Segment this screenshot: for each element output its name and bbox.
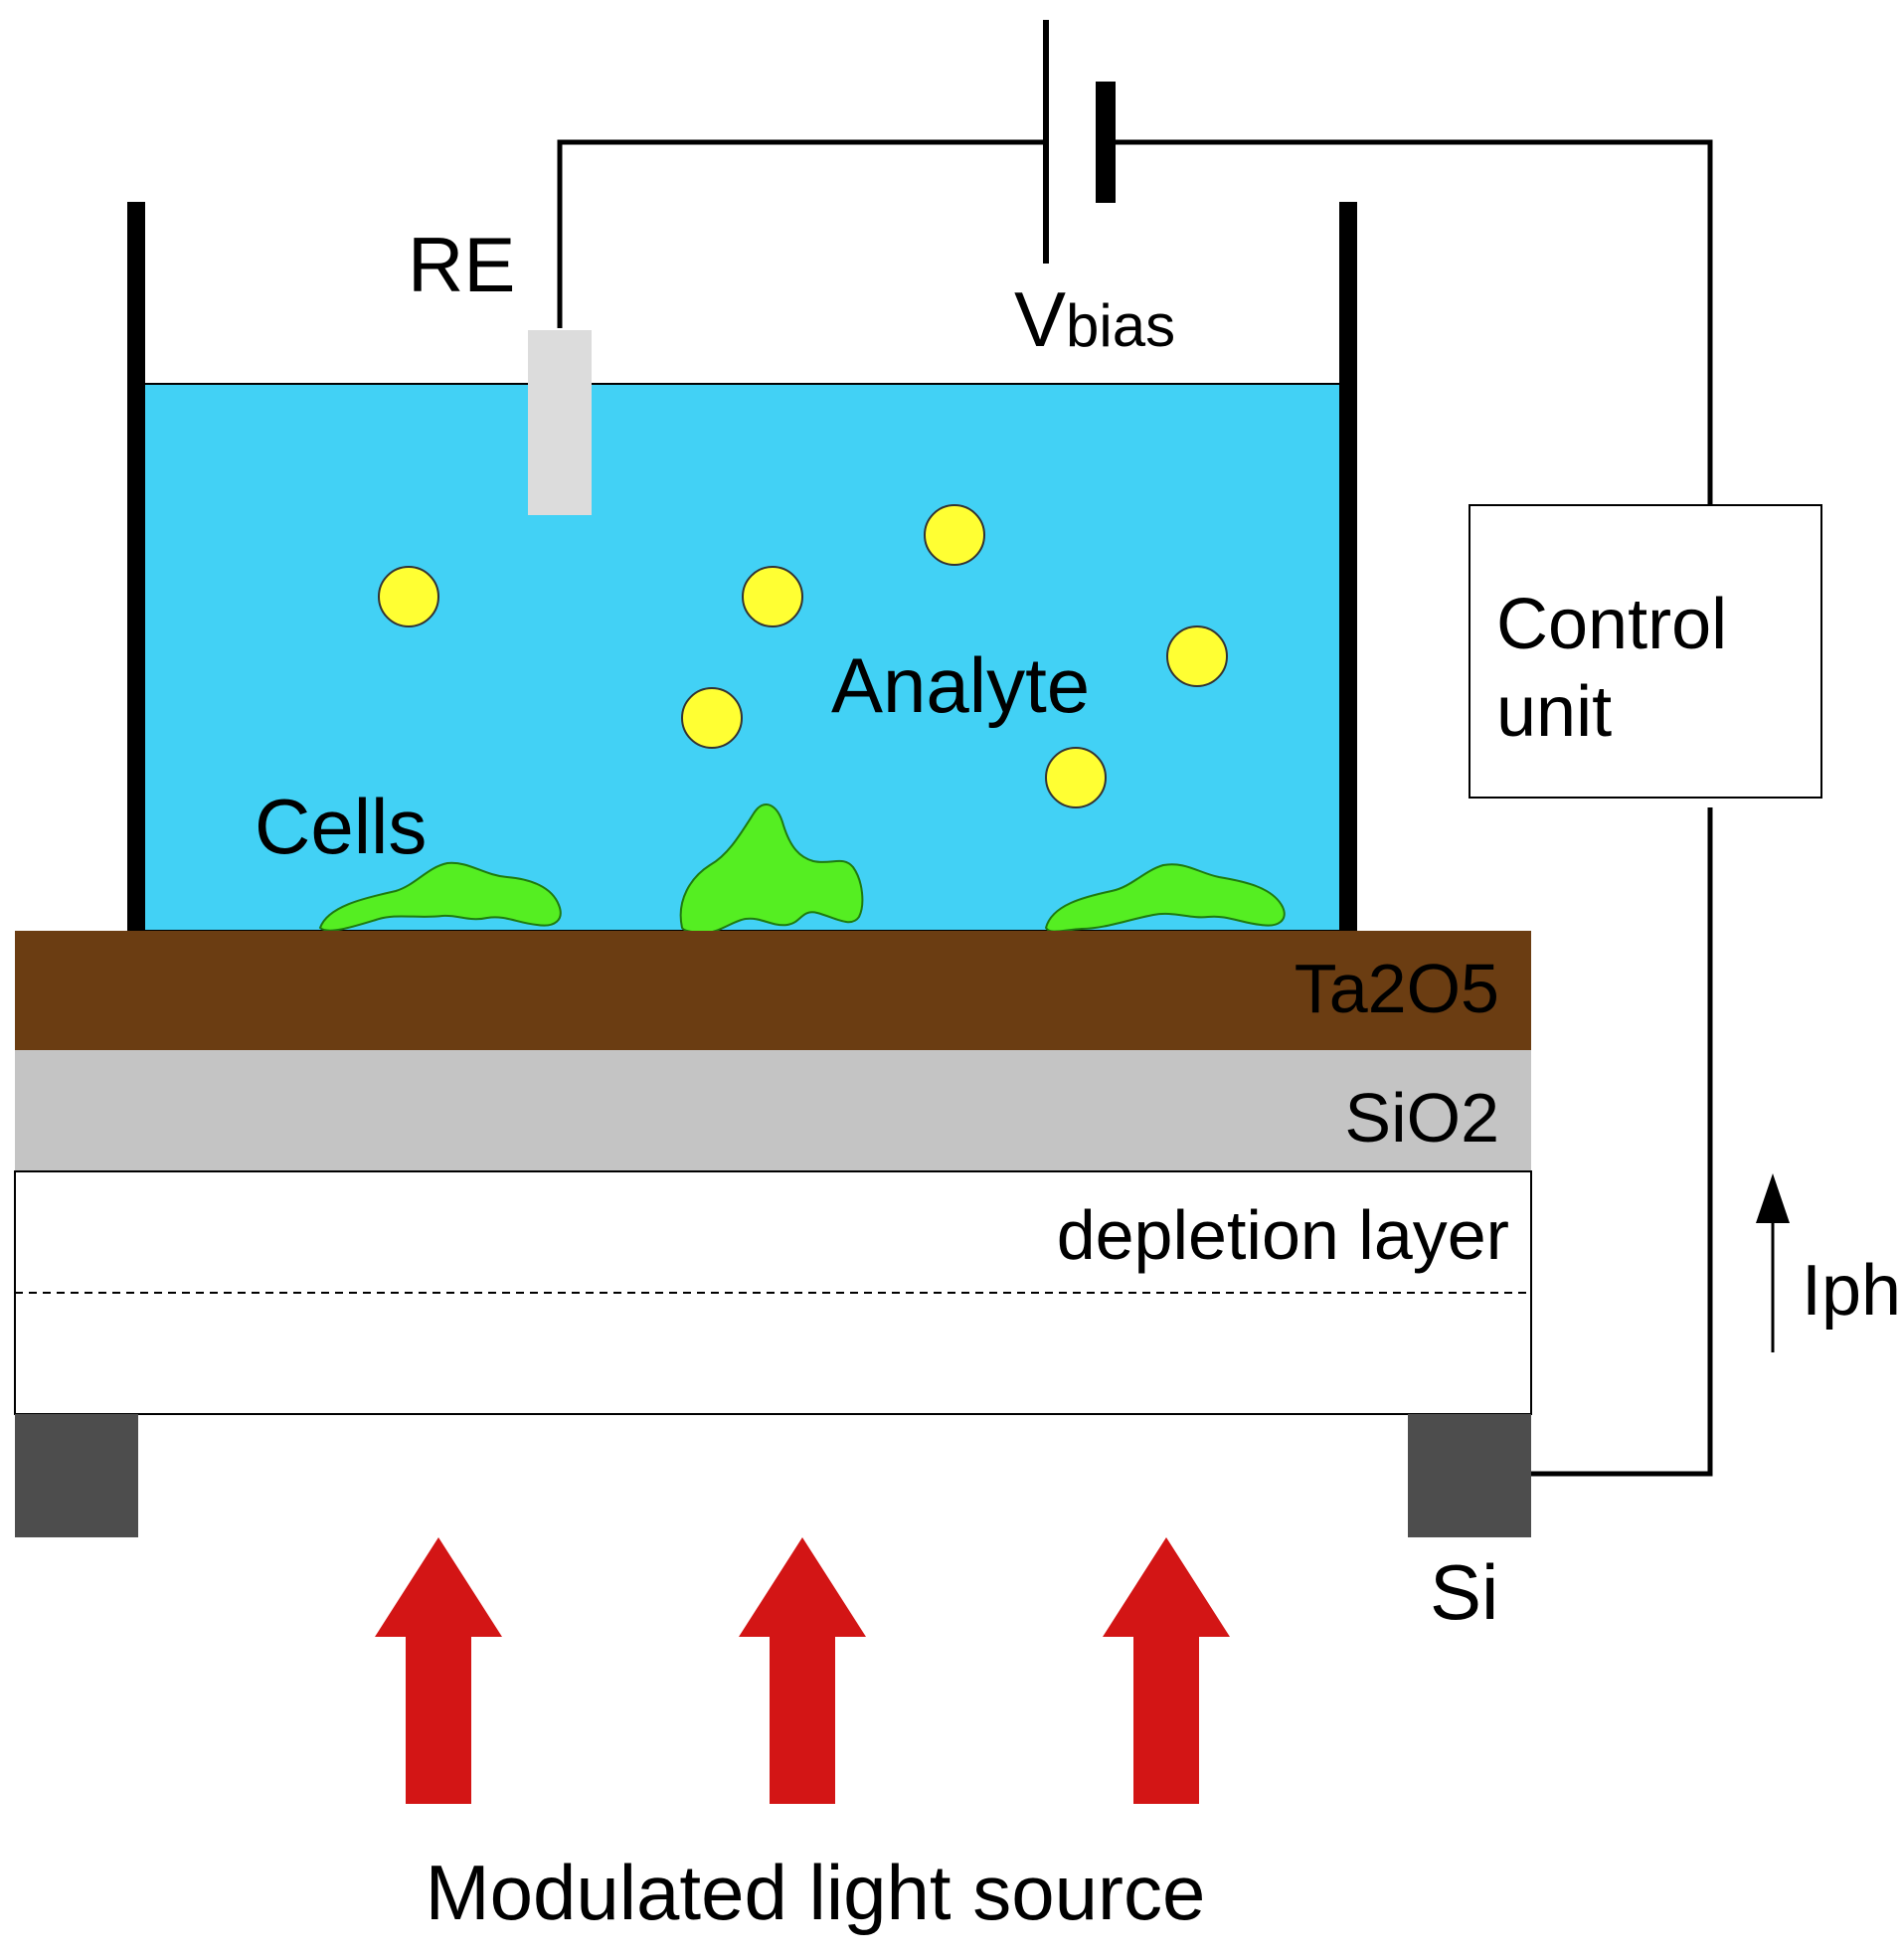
label-si: Si: [1430, 1548, 1498, 1636]
analyte-particle: [1166, 625, 1228, 687]
label-vbias: Vbias: [1014, 275, 1175, 363]
label-light-source: Modulated light source: [426, 1849, 1206, 1936]
battery-symbol-icon: [1043, 20, 1116, 264]
back-contact-right: [1408, 1414, 1531, 1537]
analyte-particle: [1045, 747, 1107, 808]
cell-shape: [318, 861, 562, 932]
analyte-particle: [378, 566, 439, 627]
up-arrow-icon: [739, 1537, 866, 1804]
up-arrow-icon: [1103, 1537, 1230, 1804]
back-contact-left: [15, 1414, 138, 1537]
label-control-unit-line1: Control: [1496, 585, 1727, 664]
label-iph: Iph: [1802, 1251, 1901, 1331]
current-arrow-icon: [1756, 1173, 1790, 1352]
analyte-particle: [681, 687, 743, 749]
label-ta2o5: Ta2O5: [1295, 950, 1499, 1027]
label-depletion-layer: depletion layer: [1057, 1196, 1509, 1274]
label-vbias-sub: bias: [1066, 292, 1175, 359]
light-arrows: [375, 1537, 1230, 1804]
wire-re-to-battery: [557, 139, 1046, 328]
cell-shape: [1044, 863, 1286, 933]
analyte-particle: [742, 566, 803, 627]
cells: [318, 802, 1286, 935]
label-cells: Cells: [255, 783, 427, 870]
reference-electrode: [528, 330, 592, 515]
ta2o5-layer: [15, 931, 1531, 1050]
analyte-particles: [378, 504, 1228, 808]
control-unit-box: [1469, 504, 1822, 799]
wire-battery-to-control: [1106, 139, 1713, 505]
up-arrow-icon: [375, 1537, 502, 1804]
wire-control-to-si: [1531, 807, 1713, 1477]
analyte-particle: [924, 504, 985, 566]
cell-shape: [679, 802, 864, 935]
label-sio2: SiO2: [1344, 1079, 1499, 1157]
label-re: RE: [408, 221, 515, 308]
label-analyte: Analyte: [831, 641, 1090, 729]
sio2-layer: [15, 1050, 1531, 1171]
label-vbias-main: V: [1014, 275, 1066, 363]
label-control-unit-line2: unit: [1496, 672, 1612, 752]
